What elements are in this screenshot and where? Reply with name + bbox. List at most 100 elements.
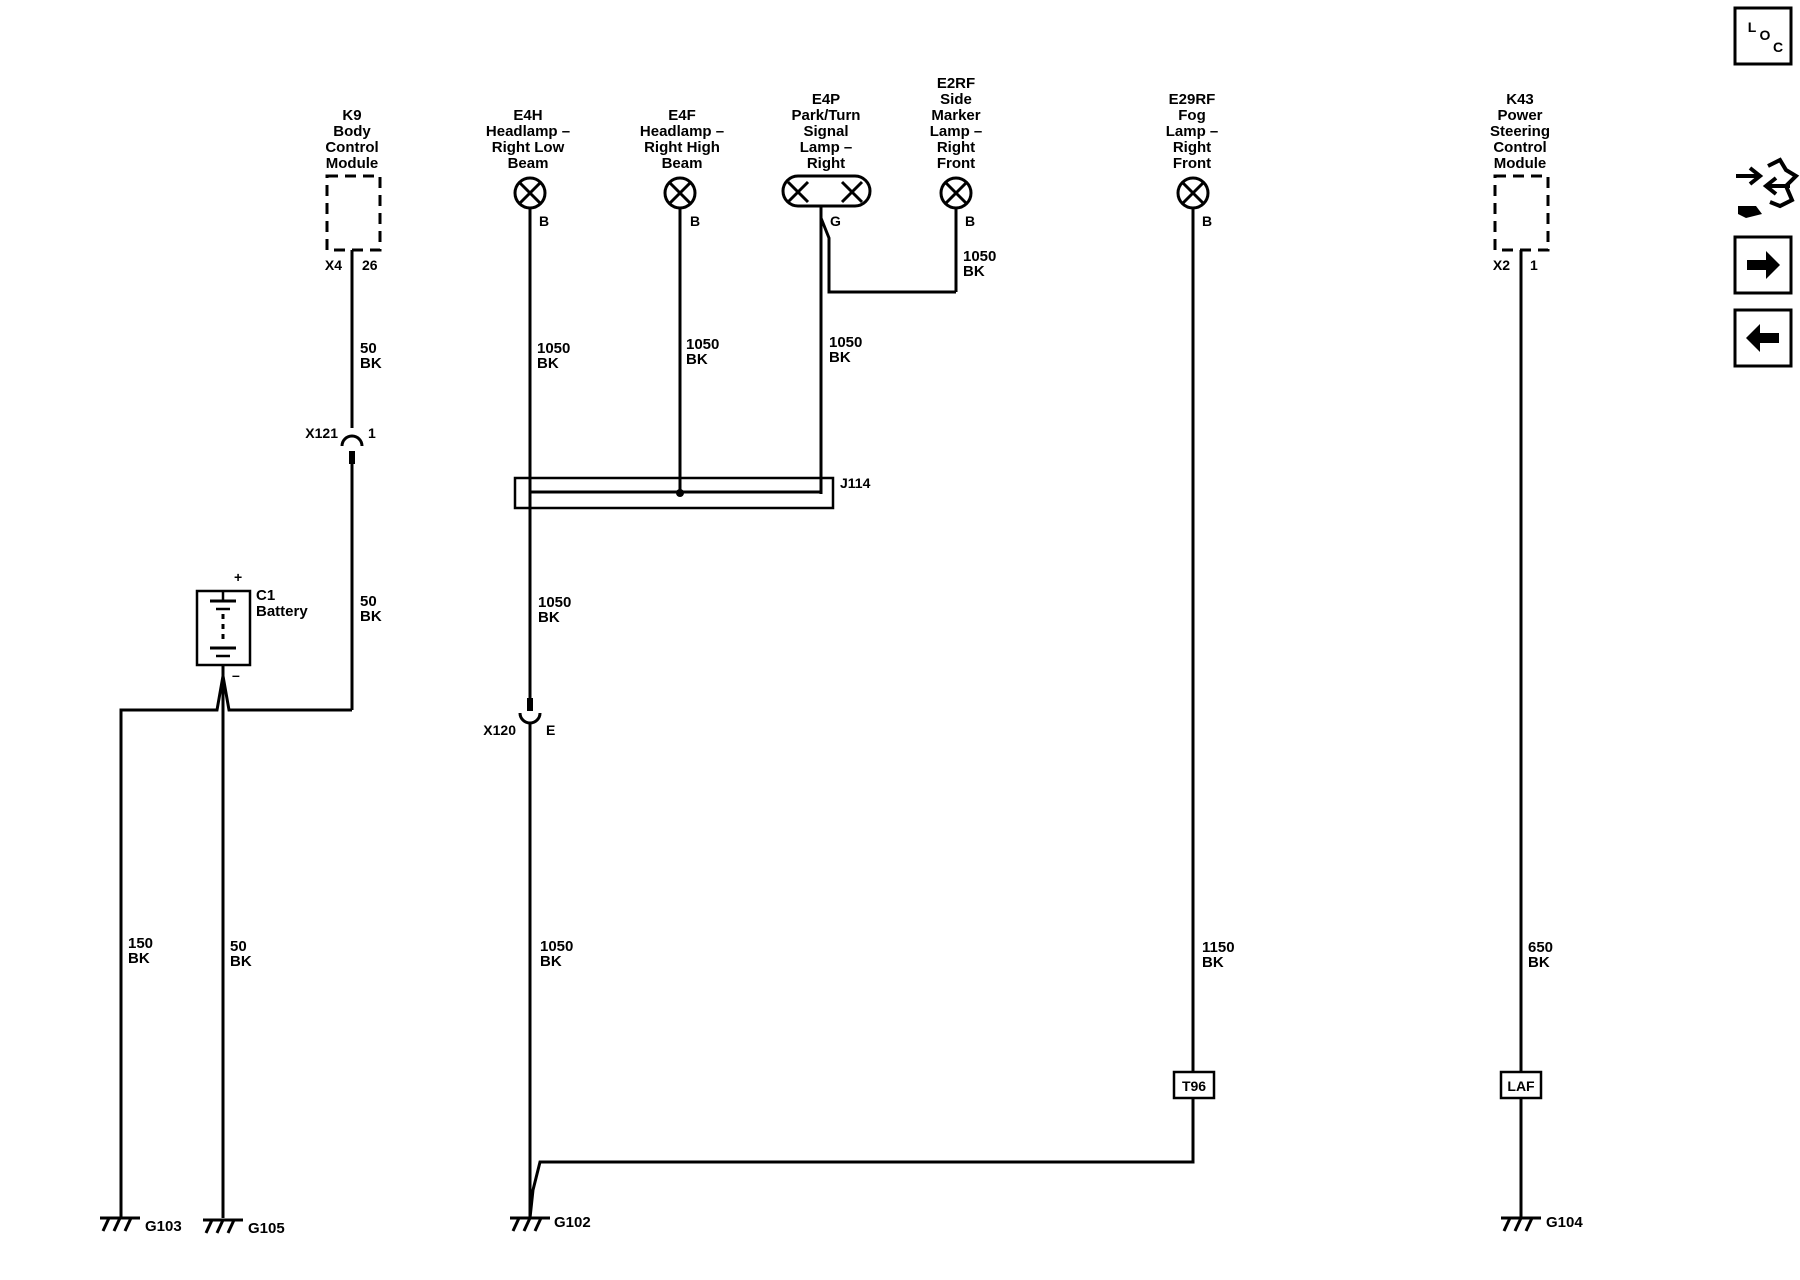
k9-label: K9 Body Control Module xyxy=(325,107,378,172)
svg-text:650: 650 xyxy=(1528,939,1553,956)
e4p-label: E4P Park/Turn Signal Lamp – Right xyxy=(792,91,861,172)
e2rf-lamp-symbol xyxy=(939,176,973,210)
e4f-wire-label: 1050 BK xyxy=(686,336,719,368)
e4f-label: E4F Headlamp – Right High Beam xyxy=(640,107,724,172)
e2rf-wire-label: 1050 BK xyxy=(963,248,996,280)
t96-label: T96 xyxy=(1182,1078,1206,1094)
svg-text:Side: Side xyxy=(940,91,972,108)
svg-text:E2RF: E2RF xyxy=(937,75,975,92)
battery-symbol xyxy=(210,592,236,658)
e29rf-wire-label: 1150 BK xyxy=(1202,939,1235,971)
e4p-pin-label: G xyxy=(830,213,841,229)
battery-negative-bus xyxy=(119,675,352,1218)
svg-text:BK: BK xyxy=(360,608,382,625)
svg-text:1050: 1050 xyxy=(540,938,573,955)
e4h-pin-label: B xyxy=(539,213,549,229)
battery-plus-label: + xyxy=(234,569,242,585)
svg-text:E4F: E4F xyxy=(668,107,696,124)
svg-text:Control: Control xyxy=(1493,139,1546,156)
svg-text:Right: Right xyxy=(807,155,845,172)
svg-text:Module: Module xyxy=(326,155,379,172)
g105-wire-label: 50 BK xyxy=(230,938,252,970)
e4h-wire-label: 1050 BK xyxy=(537,340,570,372)
svg-text:1050: 1050 xyxy=(963,248,996,265)
x121-pin-symbol xyxy=(349,451,355,464)
svg-text:E4P: E4P xyxy=(812,91,840,108)
svg-text:Battery: Battery xyxy=(256,603,308,620)
c1-label: C1 Battery xyxy=(256,587,308,620)
loc-button[interactable]: L O C xyxy=(1733,6,1793,66)
svg-text:Lamp –: Lamp – xyxy=(930,123,983,140)
k9-upper-wire-label: 50 BK xyxy=(360,340,382,372)
e4h-label: E4H Headlamp – Right Low Beam xyxy=(486,107,570,172)
svg-text:BK: BK xyxy=(686,351,708,368)
svg-text:K9: K9 xyxy=(342,107,361,124)
svg-text:50: 50 xyxy=(360,593,377,610)
svg-text:BK: BK xyxy=(1202,954,1224,971)
svg-text:1050: 1050 xyxy=(829,334,862,351)
e4f-lamp-symbol xyxy=(663,176,697,210)
svg-text:C: C xyxy=(1773,39,1783,55)
k9-pin-label: 26 xyxy=(362,257,378,273)
x121-label: X121 xyxy=(305,425,338,441)
g103-label: G103 xyxy=(145,1218,182,1235)
battery-minus-label: – xyxy=(232,667,240,683)
svg-text:L: L xyxy=(1748,19,1757,35)
e2rf-pin-label: B xyxy=(965,213,975,229)
svg-text:Lamp –: Lamp – xyxy=(1166,123,1219,140)
svg-text:C1: C1 xyxy=(256,587,275,604)
svg-text:Body: Body xyxy=(333,123,371,140)
svg-text:BK: BK xyxy=(128,950,150,967)
svg-text:E29RF: E29RF xyxy=(1169,91,1216,108)
laf-label: LAF xyxy=(1507,1078,1535,1094)
svg-text:BK: BK xyxy=(540,953,562,970)
x121-connector-symbol xyxy=(340,434,364,447)
component-connector-icon[interactable] xyxy=(1736,157,1800,218)
svg-text:Signal: Signal xyxy=(803,123,848,140)
x120-output-wire-label: 1050 BK xyxy=(540,938,573,970)
svg-text:Fog: Fog xyxy=(1178,107,1206,124)
g102-label: G102 xyxy=(554,1214,591,1231)
e4h-lamp-symbol xyxy=(513,176,547,210)
svg-text:50: 50 xyxy=(360,340,377,357)
svg-text:Right: Right xyxy=(937,139,975,156)
x120-pin-label: E xyxy=(546,722,555,738)
svg-text:Right Low: Right Low xyxy=(492,139,565,156)
svg-text:Steering: Steering xyxy=(1490,123,1550,140)
x120-connector-symbol xyxy=(518,712,542,725)
k43-pin-label: 1 xyxy=(1530,257,1538,273)
svg-text:50: 50 xyxy=(230,938,247,955)
x120-pin-symbol xyxy=(527,698,533,711)
svg-text:1050: 1050 xyxy=(537,340,570,357)
svg-text:Headlamp –: Headlamp – xyxy=(486,123,570,140)
g105-label: G105 xyxy=(248,1220,285,1237)
j114-splice-bus xyxy=(528,490,823,494)
k9-connector-label: X4 xyxy=(325,257,342,273)
k43-label: K43 Power Steering Control Module xyxy=(1490,91,1550,172)
e29rf-lamp-symbol xyxy=(1176,176,1210,210)
next-page-button[interactable] xyxy=(1733,235,1793,295)
svg-text:Control: Control xyxy=(325,139,378,156)
svg-text:Right: Right xyxy=(1173,139,1211,156)
j114-output-wire-label: 1050 BK xyxy=(538,594,571,626)
svg-text:1150: 1150 xyxy=(1202,939,1235,956)
svg-text:Beam: Beam xyxy=(508,155,549,172)
e4p-e2rf-bridge-wire xyxy=(819,217,956,294)
g105-ground-symbol xyxy=(203,1218,243,1234)
arrow-right-icon xyxy=(1747,251,1780,279)
svg-text:Front: Front xyxy=(1173,155,1211,172)
t96-to-g102-wire xyxy=(528,1098,1195,1219)
svg-text:Right High: Right High xyxy=(644,139,720,156)
g104-label: G104 xyxy=(1546,1214,1583,1231)
svg-text:Park/Turn: Park/Turn xyxy=(792,107,861,124)
g103-wire-label: 150 BK xyxy=(128,935,153,967)
svg-text:1050: 1050 xyxy=(686,336,719,353)
k9-lower-wire-label: 50 BK xyxy=(360,593,382,625)
e4p-dual-lamp-symbol xyxy=(781,174,872,208)
svg-text:BK: BK xyxy=(1528,954,1550,971)
j114-label: J114 xyxy=(840,475,871,491)
svg-text:BK: BK xyxy=(829,349,851,366)
svg-text:BK: BK xyxy=(230,953,252,970)
previous-page-button[interactable] xyxy=(1733,308,1793,368)
svg-text:150: 150 xyxy=(128,935,153,952)
